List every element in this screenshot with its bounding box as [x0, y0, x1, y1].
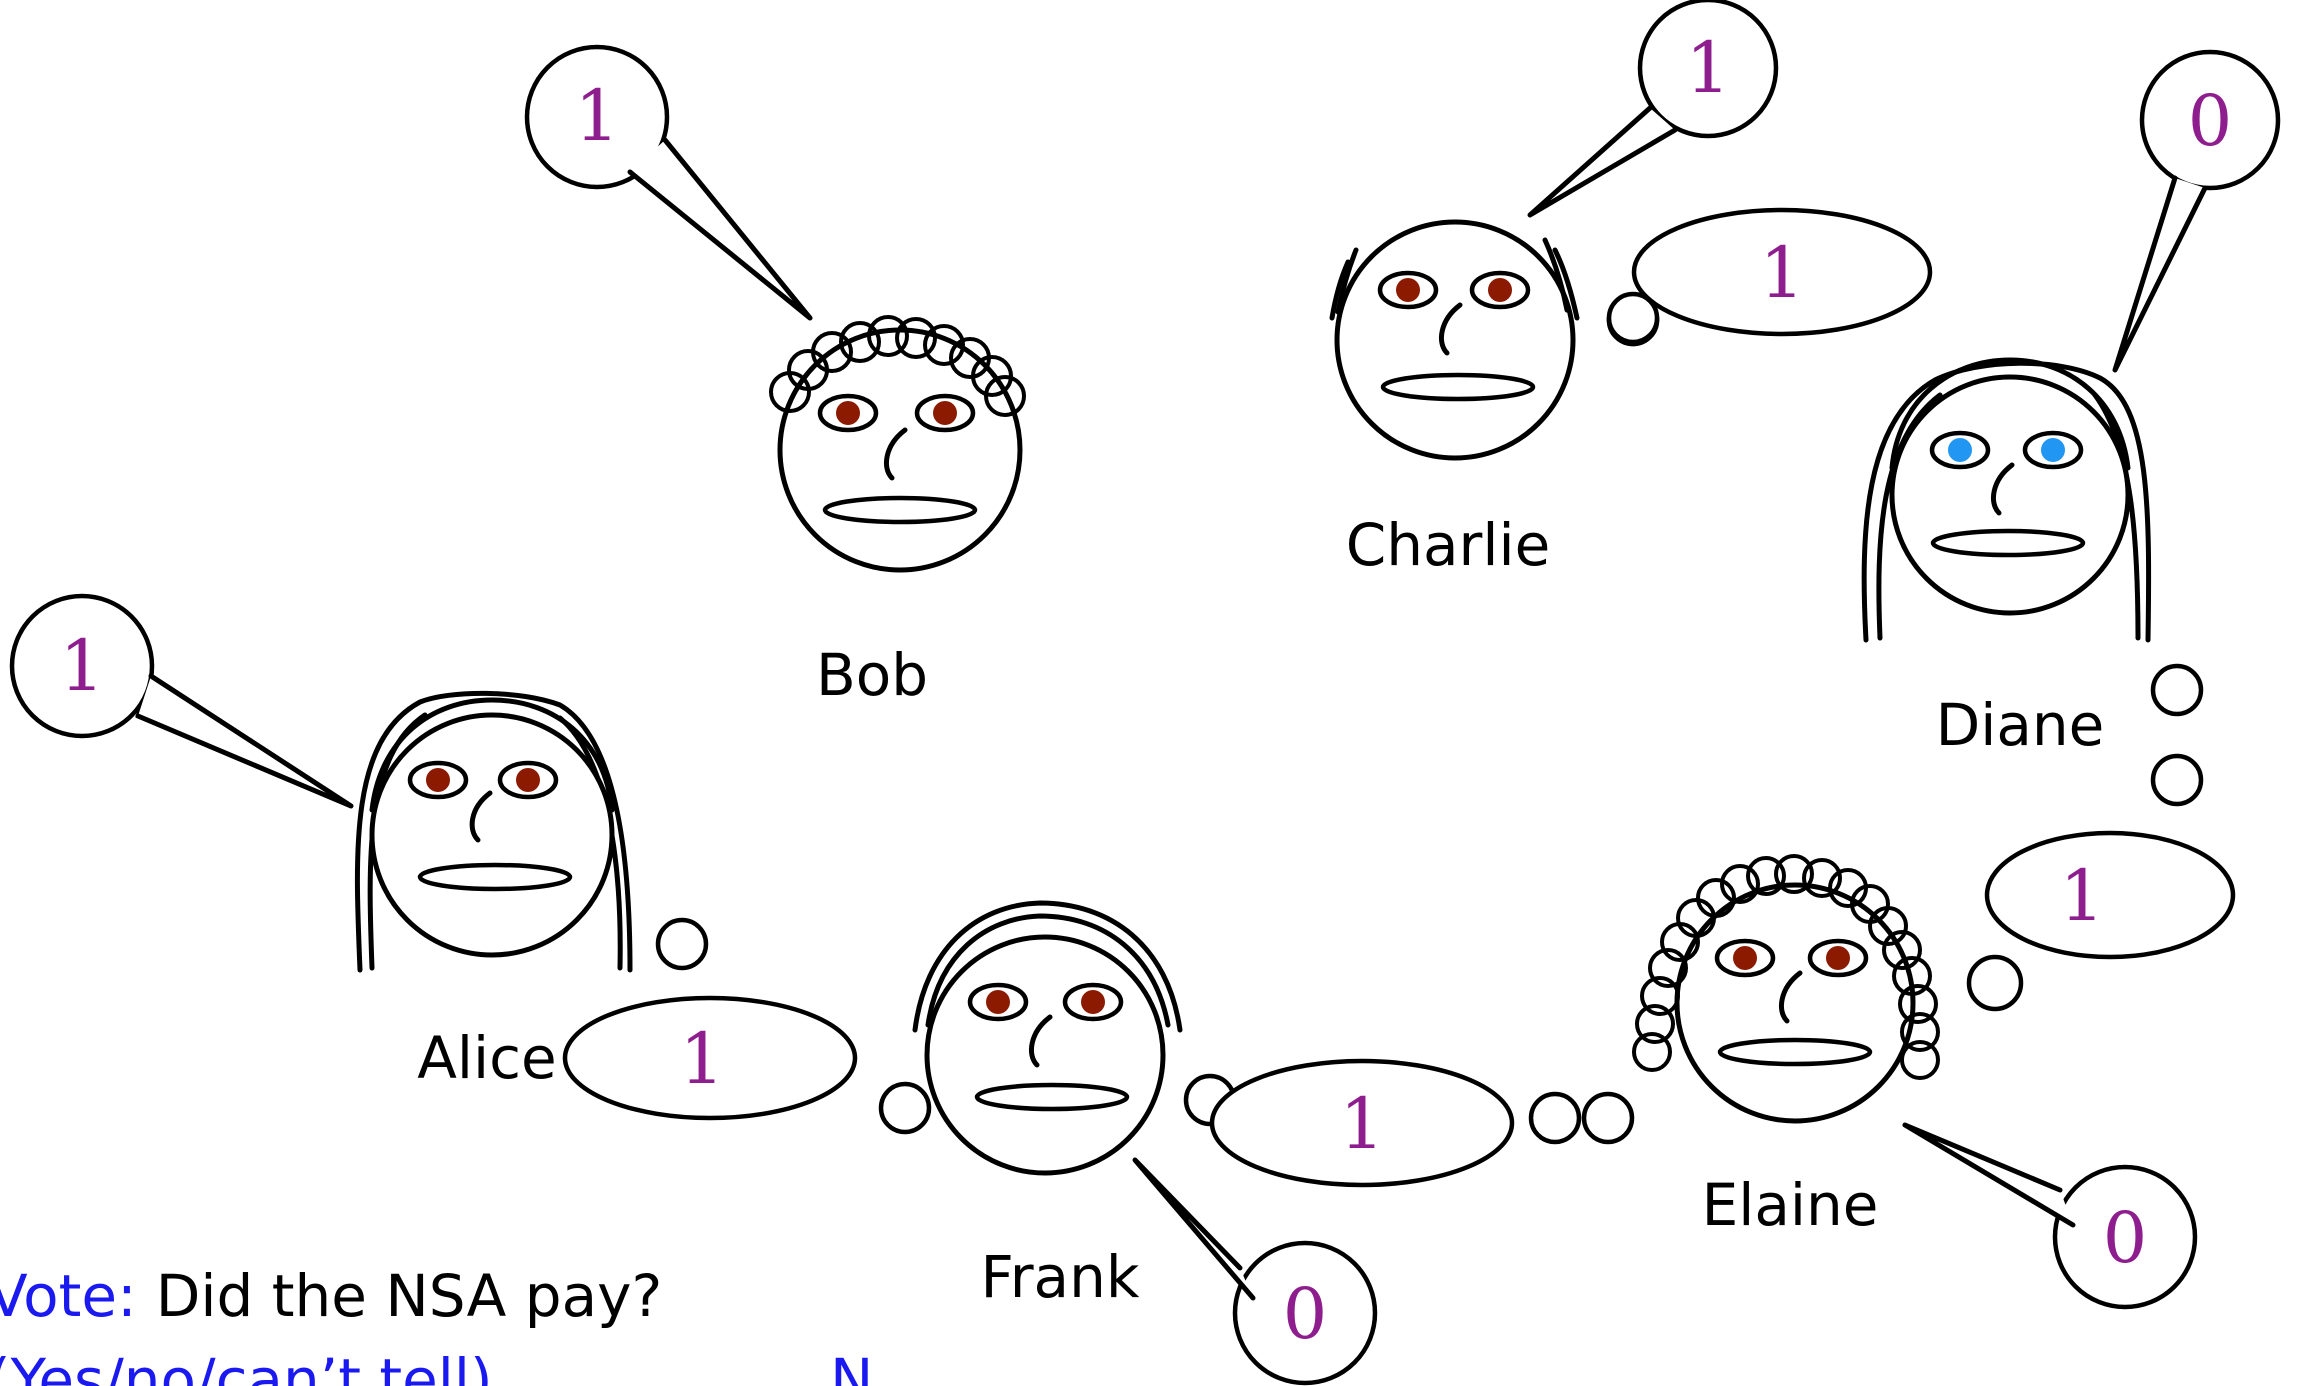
thought-bubble — [1209, 1058, 1515, 1188]
thought-dot — [1581, 1091, 1635, 1145]
thought-dot — [1606, 291, 1660, 345]
shared-bit-value: 1 — [2060, 855, 2105, 937]
bob-speech-bubble — [524, 44, 670, 190]
frank-face — [912, 900, 1183, 1176]
elaine-name: Elaine — [1702, 1171, 1879, 1239]
person-alice: 1 Alice — [9, 593, 633, 1092]
vote-options: (Yes/no/can’t tell) — [0, 1346, 493, 1386]
vote-answer: N — [830, 1346, 873, 1386]
thought-dot — [1528, 1091, 1582, 1145]
charlie-said-bit: 1 — [1686, 27, 1731, 109]
person-elaine: 0 — [1632, 854, 2198, 1310]
alice-name: Alice — [417, 1024, 556, 1092]
vote-line-1: Vote: Did the NSA pay? — [0, 1262, 662, 1330]
thought-dot — [878, 1081, 932, 1135]
shared-bit-alice-frank: 1 — [562, 917, 932, 1135]
shared-bit-value: 1 — [680, 1018, 725, 1100]
elaine-speech-bubble — [2052, 1164, 2198, 1310]
elaine-said-bit: 0 — [2103, 1197, 2148, 1279]
thought-bubble — [562, 995, 858, 1121]
shared-bit-elaine-diane: 1 — [1966, 663, 2236, 1012]
diane-speech-bubble — [2139, 49, 2281, 191]
shared-bit-value: 1 — [1340, 1083, 1385, 1165]
alice-speech-bubble-circle — [9, 593, 155, 739]
frank-name: Frank — [981, 1243, 1140, 1311]
alice-face — [354, 690, 633, 973]
vote-question: Did the NSA pay? — [156, 1262, 663, 1330]
shared-bit-frank-elaine: 1 — [1183, 1058, 1635, 1188]
charlie-face — [1329, 219, 1580, 461]
thought-bubble — [1631, 207, 1933, 337]
vote-caption: Vote: Did the NSA pay? (Yes/no/can’t tel… — [0, 1262, 873, 1386]
thought-bubble — [1984, 830, 2236, 960]
alice-said-bit: 1 — [60, 625, 105, 707]
shared-bit-value: 1 — [1760, 232, 1805, 314]
bob-face — [769, 315, 1026, 573]
charlie-speech-bubble — [1637, 0, 1779, 139]
person-bob: 1 Bob — [524, 44, 1026, 709]
thought-dot — [2150, 663, 2204, 717]
frank-said-bit: 0 — [1283, 1273, 1328, 1355]
thought-dot — [2150, 753, 2204, 807]
vote-line-2: (Yes/no/can’t tell) — [0, 1346, 493, 1386]
person-diane: 0 Diane — [1861, 49, 2281, 759]
person-charlie: 1 Charlie — [1329, 0, 1779, 579]
vote-label: Vote: — [0, 1262, 137, 1330]
thought-dot — [1966, 954, 2024, 1012]
diane-said-bit: 0 — [2188, 80, 2233, 162]
person-frank: 0 Frank — [912, 900, 1378, 1386]
bob-said-bit: 1 — [575, 75, 620, 157]
charlie-name: Charlie — [1346, 511, 1551, 579]
thought-dot — [655, 917, 709, 971]
elaine-face — [1632, 854, 1940, 1124]
frank-speech-bubble — [1232, 1240, 1378, 1386]
diane-face — [1861, 357, 2152, 643]
diane-name: Diane — [1936, 691, 2105, 759]
bob-name: Bob — [816, 641, 928, 709]
